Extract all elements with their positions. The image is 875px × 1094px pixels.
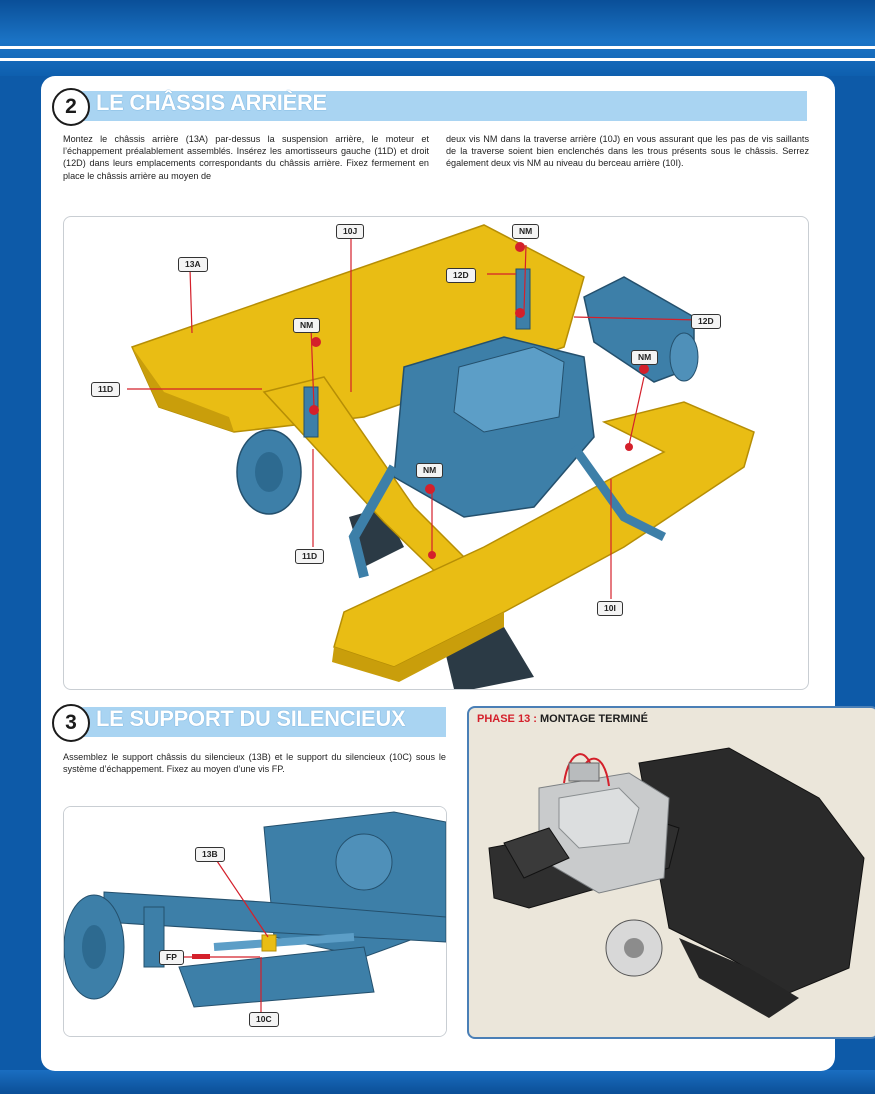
callout-11d-left: 11D	[91, 382, 121, 397]
callout-13a: 13A	[178, 257, 208, 272]
step-3-illustration: 13B FP 10C	[63, 806, 447, 1037]
callout-12d-left: 12D	[446, 268, 476, 283]
callout-nm-left: NM	[293, 318, 321, 333]
callout-10j: 10J	[336, 224, 365, 239]
callout-nm-top: NM	[512, 224, 540, 239]
phase-13-title: PHASE 13 : MONTAGE TERMINÉ	[477, 713, 648, 725]
top-blue-band	[0, 0, 875, 76]
chassis-assembly-drawing	[127, 224, 755, 689]
step-2-text-left: Montez le châssis arrière (13A) par-dess…	[63, 134, 429, 181]
step-2-title: LE CHÂSSIS ARRIÈRE	[96, 90, 327, 115]
callout-nm-bottom: NM	[416, 463, 444, 478]
callout-10c: 10C	[249, 1012, 279, 1027]
step-3-title-bar	[72, 707, 446, 737]
step-2-header: 2 LE CHÂSSIS ARRIÈRE	[52, 88, 807, 126]
phase-13-label: MONTAGE TERMINÉ	[539, 713, 648, 725]
step-3-text: Assemblez le support châssis du silencie…	[63, 752, 446, 775]
step-3-header: 3 LE SUPPORT DU SILENCIEUX	[52, 704, 446, 742]
finished-assembly-photo	[488, 747, 865, 1018]
callout-nm-right: NM	[631, 350, 659, 365]
callout-13b: 13B	[195, 847, 225, 862]
muffler-support-drawing	[64, 807, 446, 1036]
phase-13-prefix: PHASE 13 :	[477, 713, 537, 725]
step-2-illustration: 13A 10J NM 12D NM 12D NM 11D NM 11D 10I	[63, 216, 809, 690]
top-stripe	[0, 46, 875, 49]
phase-13-box: PHASE 13 : MONTAGE TERMINÉ	[467, 706, 875, 1039]
callout-11d-bottom: 11D	[295, 549, 325, 564]
step-2-number: 2	[52, 88, 90, 126]
step-2-title-bar	[72, 91, 807, 121]
callout-10i: 10I	[597, 601, 623, 616]
step-3-title: LE SUPPORT DU SILENCIEUX	[96, 706, 406, 731]
step-2-text-right: deux vis NM dans la traverse arrière (10…	[446, 134, 809, 169]
callout-fp: FP	[159, 950, 184, 965]
callout-12d-right: 12D	[691, 314, 721, 329]
top-stripe-2	[0, 58, 875, 61]
bottom-blue-band	[0, 1070, 875, 1094]
step-3-number: 3	[52, 704, 90, 742]
